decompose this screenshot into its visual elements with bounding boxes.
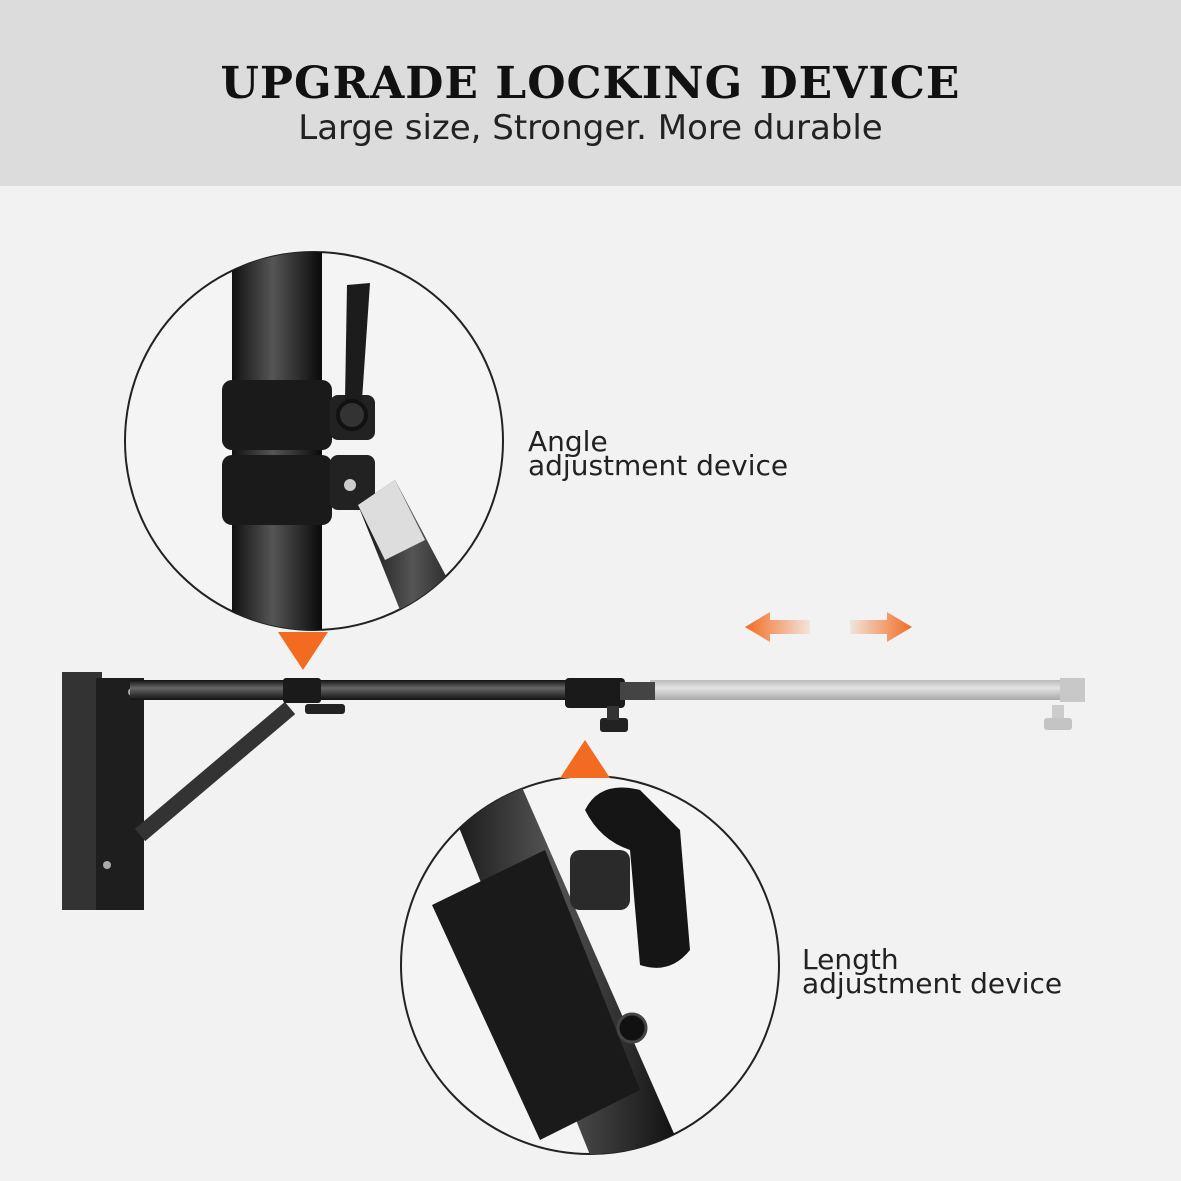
- length-label-line1: Length: [802, 943, 899, 976]
- length-adjustment-label: Length adjustment device: [802, 943, 1063, 1000]
- length-detail-circle: [400, 775, 780, 1155]
- extend-arrows-icon: [745, 612, 912, 642]
- angle-label-line1: Angle: [528, 425, 608, 458]
- length-label-line2: adjustment device: [802, 967, 1063, 1000]
- header-banner: UPGRADE LOCKING DEVICE Large size, Stron…: [0, 0, 1181, 186]
- angle-pointer-triangle: [278, 632, 328, 670]
- page-title: UPGRADE LOCKING DEVICE: [220, 58, 961, 109]
- angle-label-line2: adjustment device: [528, 449, 789, 482]
- page-subtitle: Large size, Stronger. More durable: [298, 108, 883, 148]
- angle-detail-circle: [124, 251, 504, 631]
- wall-boom-arm: [62, 672, 1085, 910]
- length-pointer-triangle: [560, 740, 610, 778]
- angle-adjustment-label: Angle adjustment device: [528, 425, 789, 482]
